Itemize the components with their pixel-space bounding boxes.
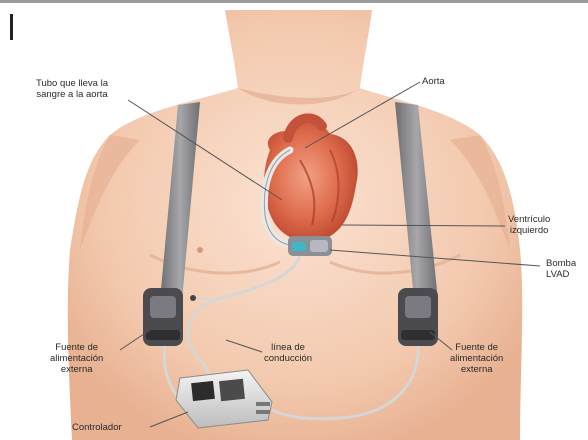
- label-pump: Bomba LVAD: [546, 258, 576, 280]
- label-driveline-line2: conducción: [264, 353, 312, 364]
- top-border: [0, 0, 588, 3]
- label-pump-line1: Bomba: [546, 258, 576, 269]
- label-source-left-line3: externa: [50, 364, 103, 375]
- label-aorta-text: Aorta: [422, 76, 445, 87]
- cable-connector-end: [190, 295, 196, 301]
- label-source-left-line1: Fuente de: [50, 342, 103, 353]
- label-tube: Tubo que lleva la sangre a la aorta: [36, 78, 108, 100]
- lvad-pump: [288, 236, 332, 256]
- label-ventricle-line1: Ventrículo: [508, 214, 550, 225]
- label-aorta: Aorta: [422, 76, 445, 87]
- battery-right: [398, 288, 438, 346]
- label-pump-line2: LVAD: [546, 269, 576, 280]
- nipple-left: [197, 247, 203, 253]
- label-driveline-line1: línea de: [264, 342, 312, 353]
- label-source-right-line3: externa: [450, 364, 503, 375]
- battery-left: [143, 288, 183, 346]
- label-tube-line1: Tubo que lleva la: [36, 78, 108, 89]
- label-ventricle-line2: izquierdo: [508, 225, 550, 236]
- label-controller-text: Controlador: [72, 422, 122, 433]
- label-controller: Controlador: [72, 422, 122, 433]
- label-tube-line2: sangre a la aorta: [36, 89, 108, 100]
- label-source-right-line1: Fuente de: [450, 342, 503, 353]
- label-ventricle: Ventrículo izquierdo: [508, 214, 550, 236]
- label-source-right-line2: alimentación: [450, 353, 503, 364]
- label-driveline: línea de conducción: [264, 342, 312, 364]
- label-source-right: Fuente de alimentación externa: [450, 342, 503, 375]
- label-source-left: Fuente de alimentación externa: [50, 342, 103, 375]
- left-marker: [10, 14, 13, 40]
- label-source-left-line2: alimentación: [50, 353, 103, 364]
